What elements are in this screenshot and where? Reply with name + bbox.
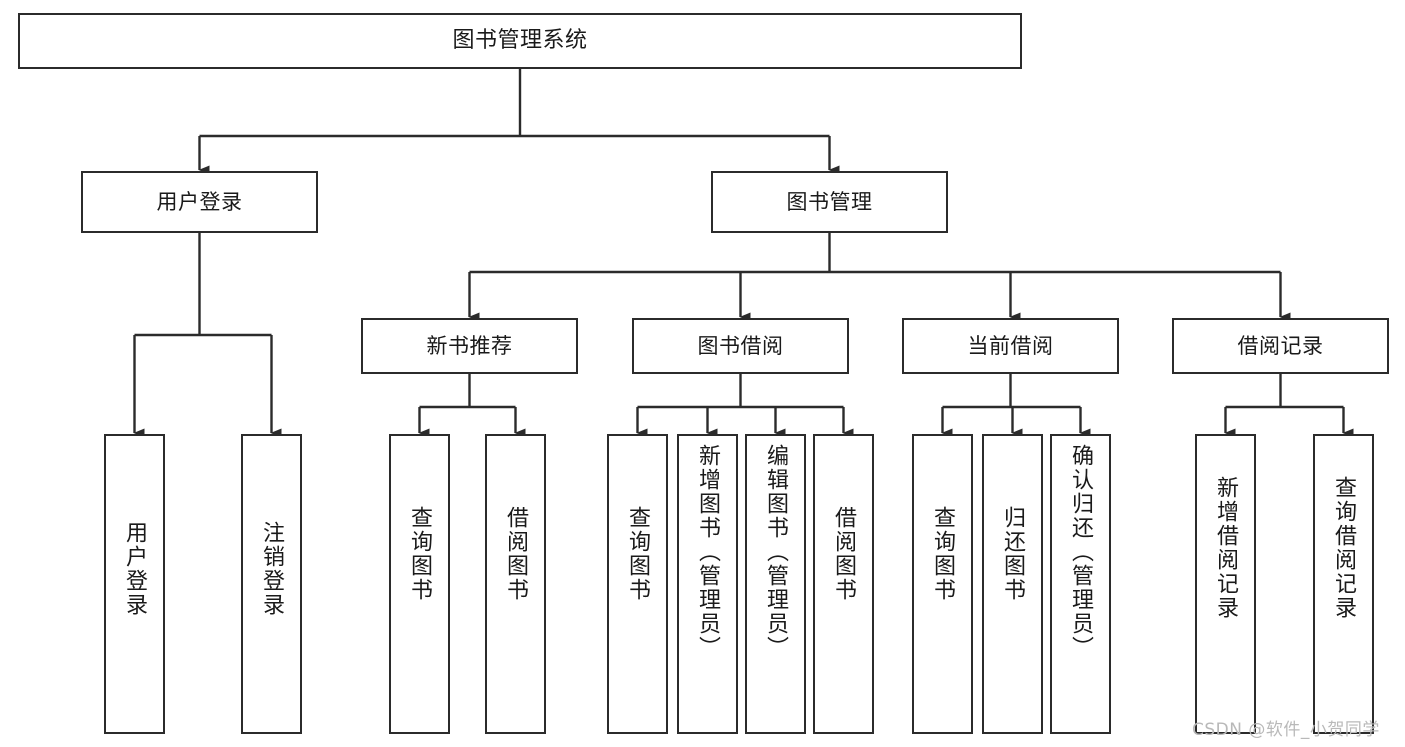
node-label: 图书管理 (786, 189, 873, 214)
node-label: 查询图书 (625, 506, 651, 602)
node-leaf-query-record: 查询借阅记录 (1313, 434, 1374, 734)
node-leaf-add-record: 新增借阅记录 (1195, 434, 1256, 734)
node-leaf-user-login: 用户登录 (104, 434, 165, 734)
node-leaf-query-book-2: 查询图书 (607, 434, 668, 734)
node-label: 归还图书 (1000, 506, 1026, 602)
node-leaf-borrow-book-2: 借阅图书 (813, 434, 874, 734)
node-label: 新书推荐 (426, 333, 513, 358)
watermark-text: CSDN @软件_小贺同学 (1192, 720, 1380, 740)
node-label: 新增图书（管理员） (695, 444, 721, 660)
node-label: 图书管理系统 (452, 28, 588, 54)
node-current: 当前借阅 (902, 318, 1119, 374)
node-leaf-logout: 注销登录 (241, 434, 302, 734)
node-label: 借阅图书 (831, 506, 857, 602)
node-newbook: 新书推荐 (361, 318, 578, 374)
node-label: 注销登录 (259, 521, 285, 617)
node-label: 当前借阅 (967, 333, 1054, 358)
node-leaf-query-book-3: 查询图书 (912, 434, 973, 734)
node-leaf-add-book: 新增图书（管理员） (677, 434, 738, 734)
node-leaf-confirm-return: 确认归还（管理员） (1050, 434, 1111, 734)
node-label: 编辑图书（管理员） (763, 444, 789, 660)
node-label: 查询图书 (407, 506, 433, 602)
node-label: 用户登录 (122, 521, 148, 617)
node-label: 用户登录 (156, 189, 243, 214)
node-login: 用户登录 (81, 171, 318, 233)
node-leaf-edit-book: 编辑图书（管理员） (745, 434, 806, 734)
node-label: 查询图书 (930, 506, 956, 602)
node-leaf-query-book-1: 查询图书 (389, 434, 450, 734)
node-records: 借阅记录 (1172, 318, 1389, 374)
node-root: 图书管理系统 (18, 13, 1022, 69)
node-label: 图书借阅 (697, 333, 784, 358)
node-borrow: 图书借阅 (632, 318, 849, 374)
node-label: 借阅记录 (1237, 333, 1324, 358)
node-label: 新增借阅记录 (1213, 476, 1239, 620)
node-leaf-borrow-book-1: 借阅图书 (485, 434, 546, 734)
node-label: 借阅图书 (503, 506, 529, 602)
node-label: 确认归还（管理员） (1068, 444, 1094, 660)
node-leaf-return-book: 归还图书 (982, 434, 1043, 734)
node-bookmgmt: 图书管理 (711, 171, 948, 233)
node-label: 查询借阅记录 (1331, 476, 1357, 620)
